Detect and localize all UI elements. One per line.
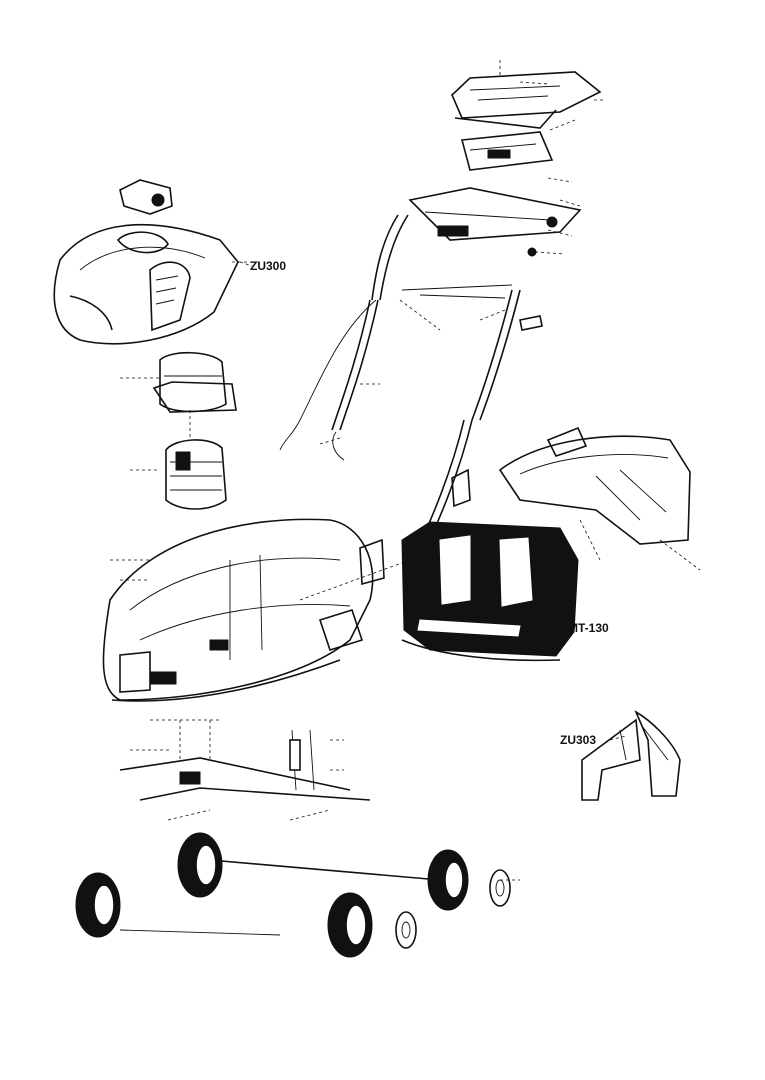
- mulch-plug-code-label: ZU303: [560, 733, 596, 747]
- handle-control-box: [408, 60, 602, 257]
- blade-axle-assembly: [119, 720, 441, 936]
- grass-box: [401, 426, 701, 662]
- motor-assembly: [152, 351, 237, 510]
- top-cover-leader-line: [239, 261, 253, 267]
- wheels: [75, 832, 511, 958]
- mower-deck: [102, 518, 411, 702]
- top-cover: [53, 179, 258, 345]
- upper-handle: [371, 214, 543, 421]
- mulch-plug: [581, 710, 681, 801]
- top-cover-code-label: ZU300: [250, 259, 286, 273]
- grass-box-code-label: MT-130: [568, 621, 609, 635]
- mulch-plug-leader-line: [609, 735, 627, 741]
- part-callout-marks: [110, 81, 604, 881]
- lower-handle: [279, 299, 473, 561]
- grass-box-leader-line: [543, 625, 561, 629]
